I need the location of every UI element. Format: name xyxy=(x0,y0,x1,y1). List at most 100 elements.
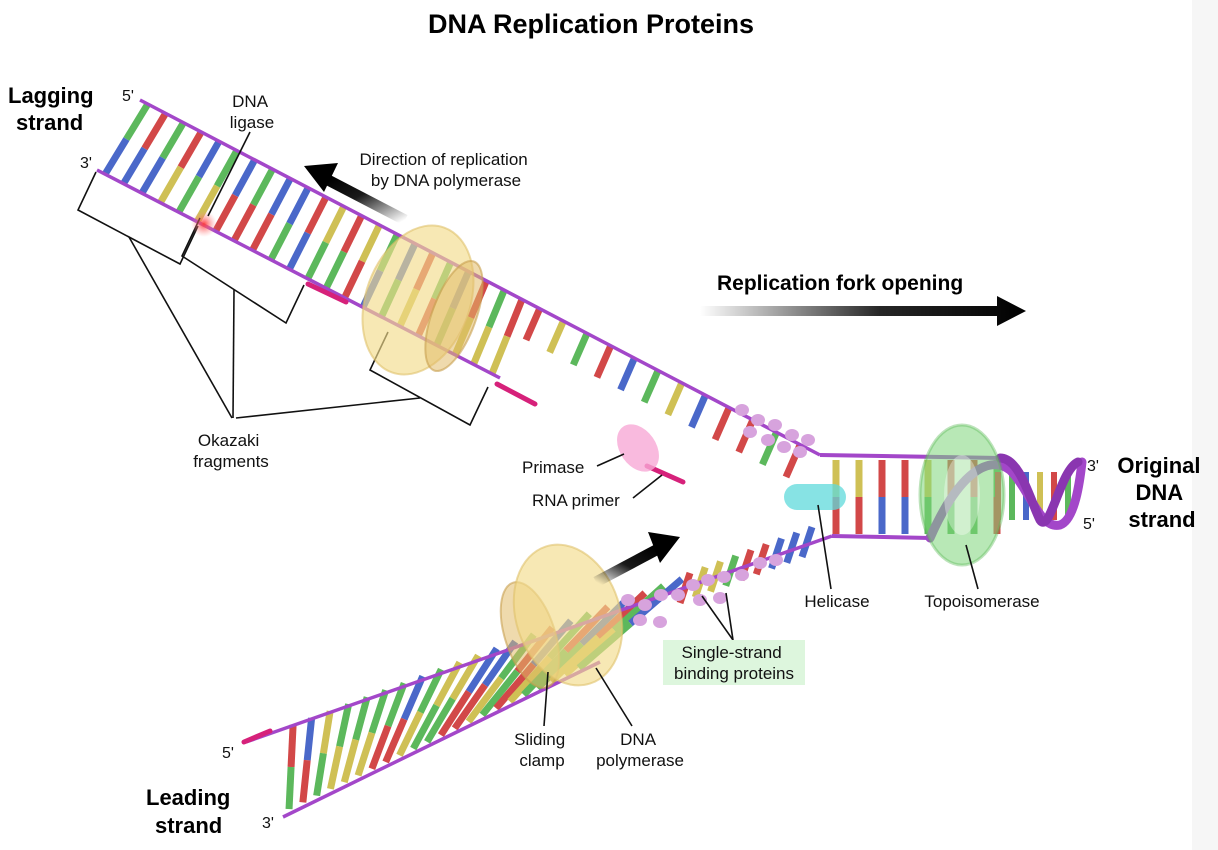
ssb-bead xyxy=(633,614,647,626)
helix-backbone-2 xyxy=(995,453,1083,527)
lagging-base xyxy=(249,212,275,252)
ssb-bead xyxy=(701,574,715,586)
helicase-enzyme xyxy=(784,484,846,510)
rna-primer-pointer xyxy=(632,474,663,499)
ssb-label-background xyxy=(663,640,805,685)
ssb-bead xyxy=(621,594,635,606)
lagging-template-base xyxy=(593,343,615,379)
lagging-base xyxy=(358,223,383,263)
leading-base xyxy=(336,703,353,748)
lagging-base xyxy=(250,167,276,207)
lagging-base xyxy=(138,156,166,195)
lagging-polymerase-complex xyxy=(361,224,484,376)
ligase-pointer xyxy=(207,131,251,217)
lagging-base xyxy=(340,213,365,254)
ssb-bead xyxy=(769,554,783,566)
lagging-base xyxy=(123,102,151,141)
primase-pointer xyxy=(596,453,625,467)
leading-base xyxy=(465,676,504,724)
leading-base xyxy=(319,710,334,754)
ssb-bead xyxy=(671,589,685,601)
diagram-title: DNA Replication Proteins xyxy=(428,9,754,39)
lagging-base xyxy=(177,130,205,170)
ssb-bead xyxy=(654,589,668,601)
lagging-base xyxy=(212,193,239,233)
lagging-base xyxy=(159,120,187,160)
ssb-pointer-2 xyxy=(725,592,734,641)
ssb-bead xyxy=(653,616,667,628)
clamp-pointer xyxy=(543,671,549,727)
ssb-bead xyxy=(717,571,731,583)
leading-base xyxy=(382,717,408,764)
ssb-label: Single-strand binding proteins xyxy=(674,643,794,683)
leading-base xyxy=(352,696,371,741)
ssb-bead xyxy=(686,579,700,591)
ssb-bead xyxy=(793,446,807,458)
direction-arrow xyxy=(304,163,408,225)
leading-base xyxy=(479,669,521,718)
primase-enzyme xyxy=(617,424,659,472)
arrows xyxy=(304,163,1026,587)
direction-label: Direction of replication by DNA polymera… xyxy=(360,150,533,190)
dna-polymerase-label: DNA polymerase xyxy=(596,730,684,770)
ssb-bead xyxy=(801,434,815,446)
lagging-strand-label: Lagging strand xyxy=(8,83,100,135)
lagging-base xyxy=(304,195,330,235)
lagging-base xyxy=(268,176,294,216)
lagging-base xyxy=(267,222,293,262)
primase-label: Primase xyxy=(522,458,584,477)
dna-ligase-enzyme xyxy=(191,211,217,237)
topoisomerase-pointer xyxy=(965,544,979,590)
lagging-5prime: 5' xyxy=(122,88,134,105)
ssb-bead xyxy=(713,592,727,604)
leading-base xyxy=(396,710,424,757)
ssb-bead xyxy=(638,599,652,611)
rna-primer-label: RNA primer xyxy=(532,491,620,510)
leading-base xyxy=(285,766,295,810)
leading-base xyxy=(354,731,376,777)
lagging-base xyxy=(175,174,202,214)
sliding-clamp-label: Sliding clamp xyxy=(514,730,570,770)
leading-base xyxy=(410,703,440,751)
original-3prime: 3' xyxy=(1087,458,1099,475)
ssb-bead xyxy=(743,426,757,438)
leading-base xyxy=(437,689,472,738)
lagging-base xyxy=(341,259,366,300)
leading-base xyxy=(313,752,327,797)
leading-base xyxy=(287,724,297,768)
topoisomerase-enzyme xyxy=(918,423,1006,567)
lagging-template-base xyxy=(546,319,567,354)
lagging-base xyxy=(322,250,348,290)
lagging-sliding-clamp xyxy=(424,259,484,373)
ssb-bead xyxy=(761,434,775,446)
lagging-template-base xyxy=(570,331,591,367)
leading-base xyxy=(299,759,311,803)
original-strand-label: Original DNA strand xyxy=(1117,453,1206,532)
lagging-base xyxy=(232,158,258,198)
leading-5prime: 5' xyxy=(222,745,234,762)
primer-lag-1 xyxy=(305,281,349,305)
ssb-bead xyxy=(751,414,765,426)
okazaki-pointer-1 xyxy=(128,236,233,419)
leading-base xyxy=(400,674,426,721)
pointer-lines xyxy=(207,131,979,727)
ssb-bead xyxy=(753,557,767,569)
leading-template-base xyxy=(783,531,801,564)
leading-base xyxy=(327,745,343,790)
leading-base xyxy=(417,667,445,714)
lagging-base xyxy=(157,165,184,205)
leading-3prime: 3' xyxy=(262,815,274,832)
ssb-bead xyxy=(777,441,791,453)
lagging-template-base xyxy=(664,381,686,417)
helicase-label: Helicase xyxy=(804,592,869,611)
lagging-base xyxy=(304,240,329,281)
ssb-pointer-1 xyxy=(701,595,734,641)
dna-ligase-label: DNA ligase xyxy=(230,92,274,132)
okazaki-label: Okazaki fragments xyxy=(193,431,269,471)
primer-leading xyxy=(241,728,273,745)
original-5prime: 5' xyxy=(1083,516,1095,533)
lagging-base xyxy=(503,297,526,338)
lagging-base xyxy=(488,335,511,376)
leading-base xyxy=(451,682,488,731)
lagging-base xyxy=(214,148,240,188)
